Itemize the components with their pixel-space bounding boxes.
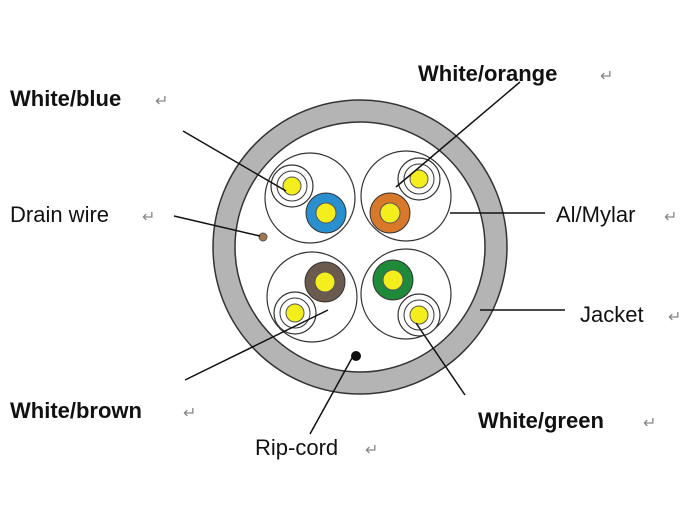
label-white-green: White/green bbox=[478, 408, 604, 433]
wire-white-orange bbox=[397, 157, 441, 201]
return-mark: ↵ bbox=[183, 405, 196, 422]
drain-wire bbox=[258, 232, 268, 242]
label-white-brown: White/brown bbox=[10, 398, 142, 423]
return-mark: ↵ bbox=[668, 309, 681, 326]
wire-white-green bbox=[397, 293, 441, 337]
leader-lines bbox=[173, 81, 565, 435]
pair-shield-brown bbox=[266, 251, 358, 343]
label-white-orange: White/orange bbox=[418, 61, 557, 86]
wire-blue bbox=[305, 192, 347, 234]
wire-white-blue bbox=[270, 164, 314, 208]
label-rip-cord: Rip-cord bbox=[255, 435, 338, 460]
rip-cord bbox=[351, 351, 361, 361]
wire-white-brown bbox=[273, 291, 317, 335]
label-jacket: Jacket bbox=[580, 302, 644, 327]
label-drain-wire: Drain wire bbox=[10, 202, 109, 227]
label-white-blue: White/blue bbox=[10, 86, 121, 111]
label-al-mylar: Al/Mylar bbox=[556, 202, 635, 227]
return-mark: ↵ bbox=[664, 209, 677, 226]
pair-shield-blue bbox=[264, 152, 356, 244]
cable-core bbox=[234, 121, 486, 373]
return-mark: ↵ bbox=[155, 93, 168, 110]
return-mark: ↵ bbox=[142, 209, 155, 226]
pair-shield-orange bbox=[360, 150, 452, 242]
wire-orange bbox=[369, 192, 411, 234]
pair-shield-green bbox=[360, 248, 452, 340]
return-mark: ↵ bbox=[600, 68, 613, 85]
wire-brown bbox=[304, 261, 346, 303]
return-mark: ↵ bbox=[365, 442, 378, 459]
return-mark: ↵ bbox=[643, 415, 656, 432]
wire-green bbox=[372, 259, 414, 301]
